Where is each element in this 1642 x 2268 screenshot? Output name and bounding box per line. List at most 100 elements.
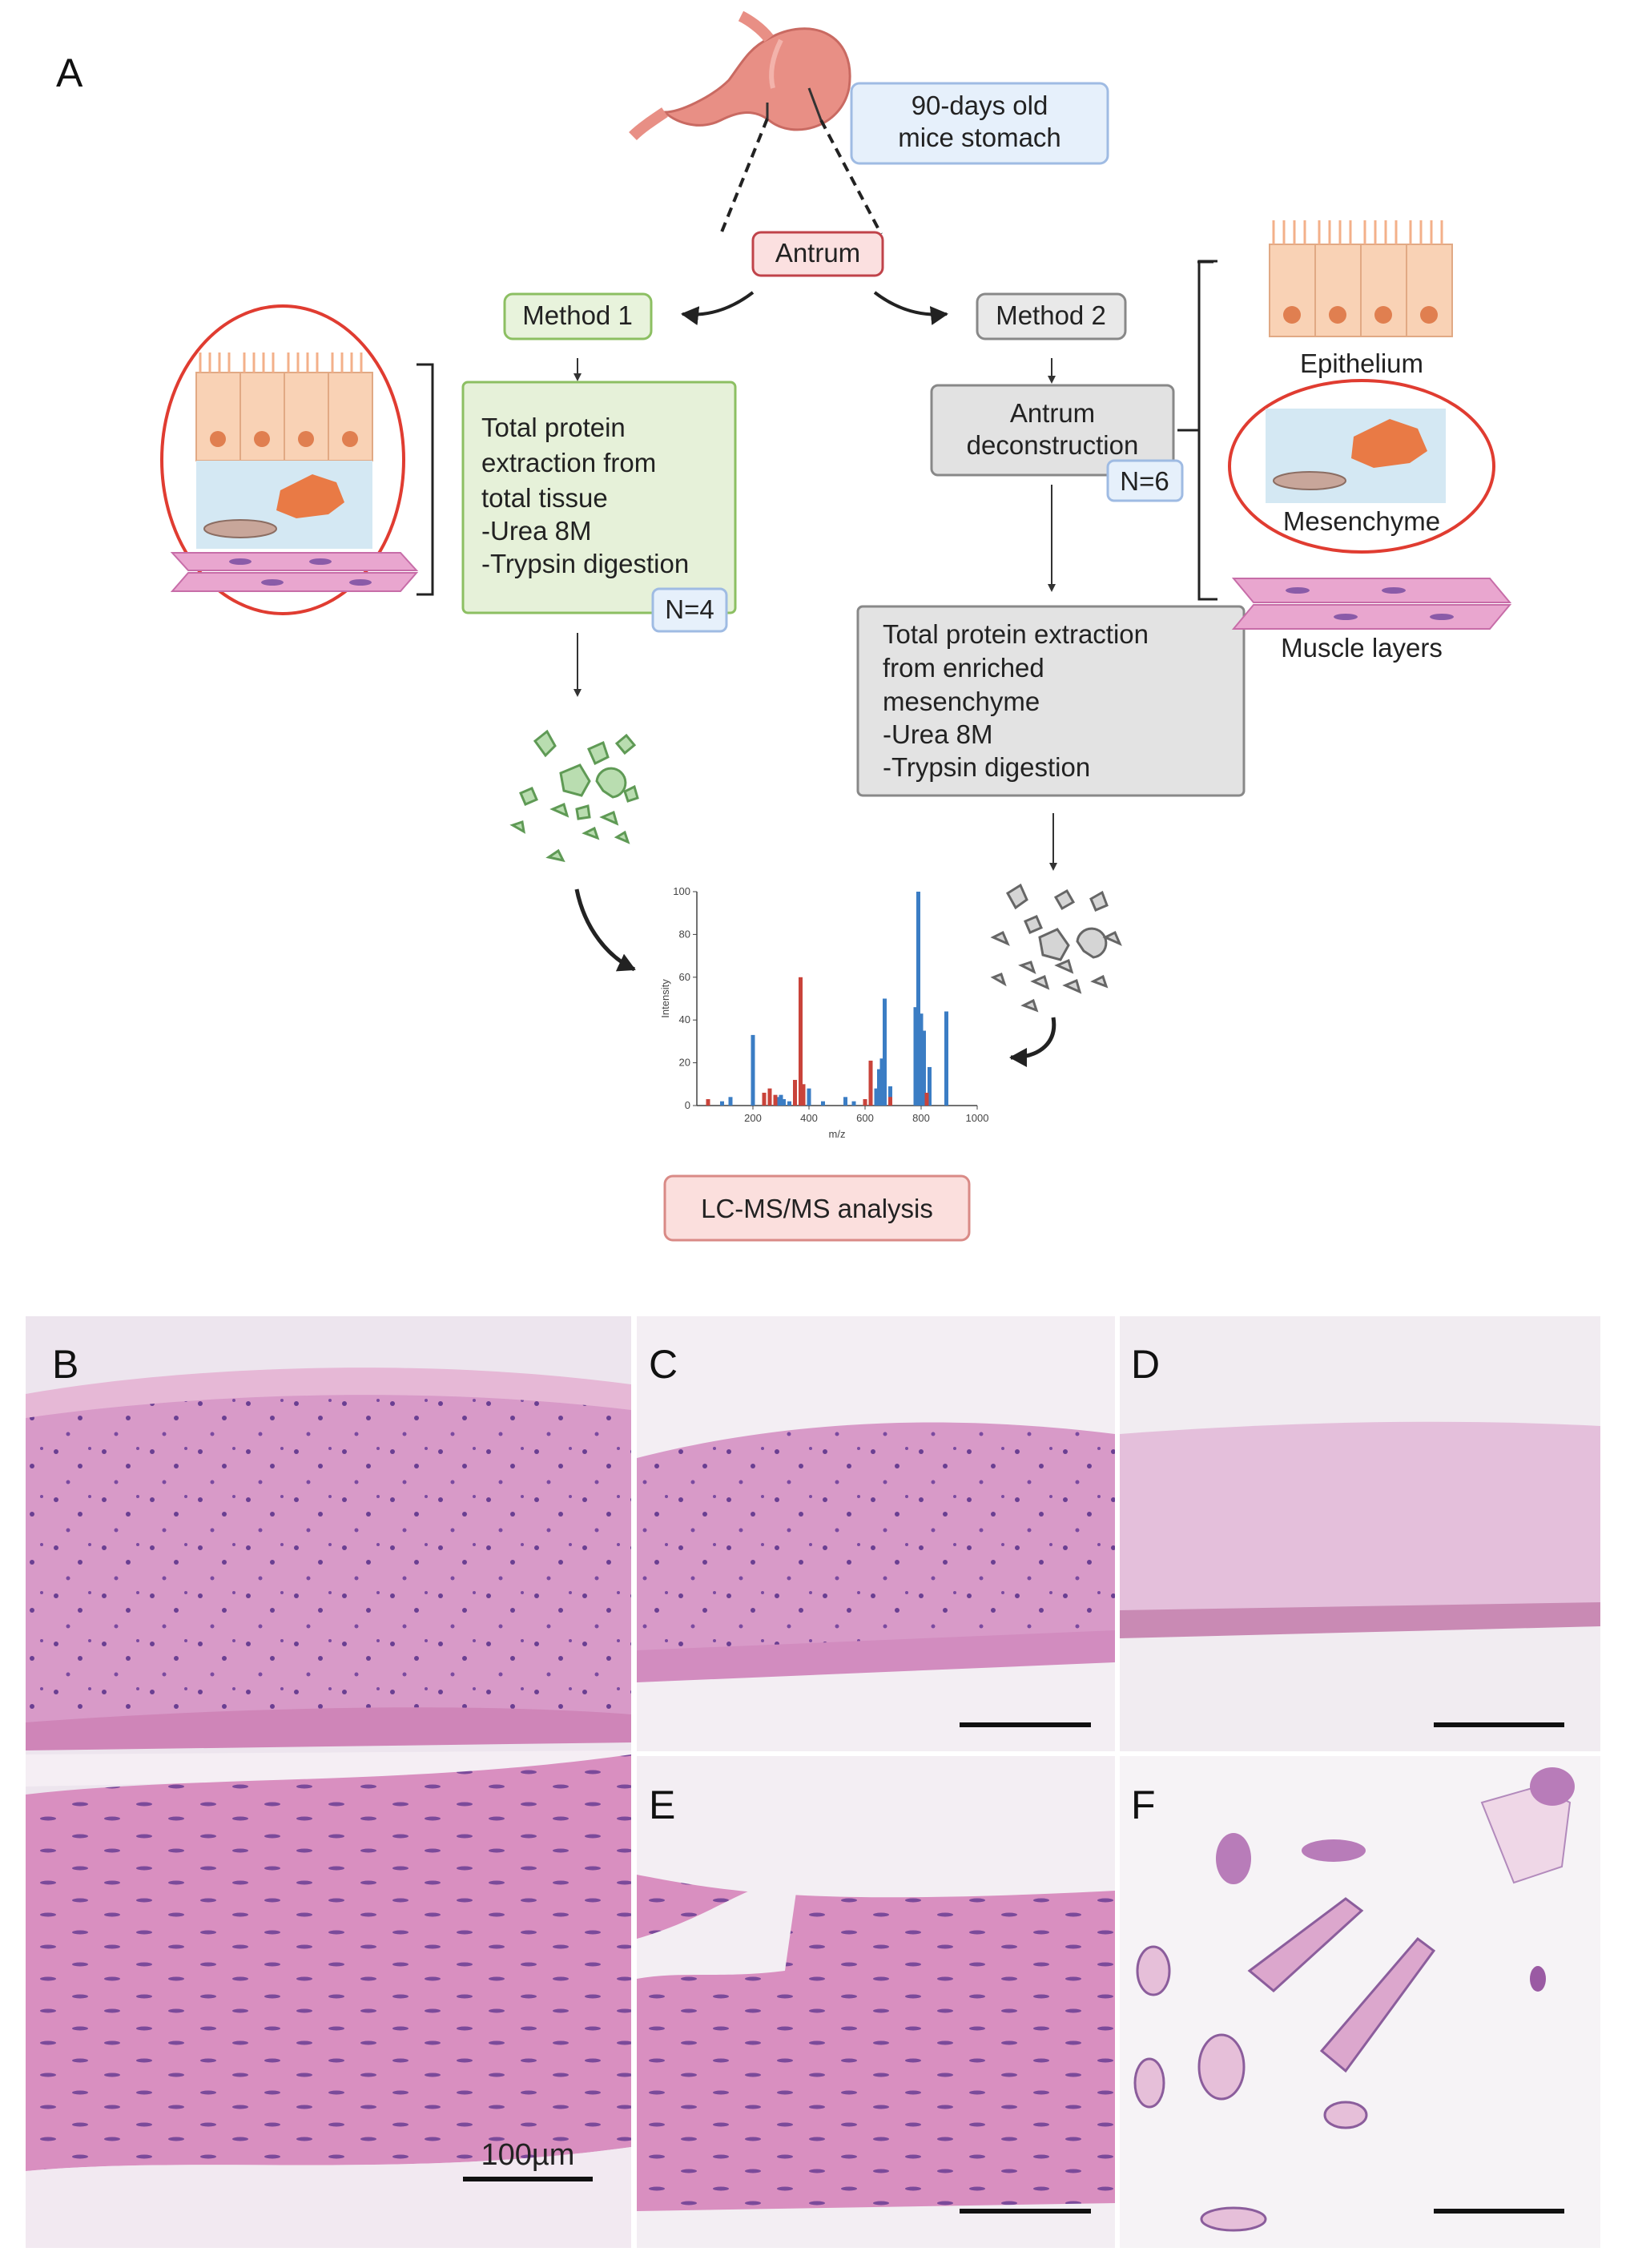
mesenchyme-illustration <box>1228 379 1495 554</box>
ms-peak-red <box>767 1088 772 1106</box>
ms-peak-red <box>924 1092 929 1106</box>
ms-peak-blue <box>751 1034 755 1106</box>
method1-n-label: N=4 <box>665 594 714 624</box>
arrow-peptides2-to-ms <box>1009 1017 1056 1067</box>
ms-y-tick-label: 0 <box>685 1099 690 1111</box>
arrow-peptides1-to-ms <box>574 888 636 972</box>
scale-bar-label: 100µm <box>481 2138 575 2172</box>
lcms-label: LC-MS/MS analysis <box>701 1194 933 1223</box>
panel-c-letter: C <box>649 1342 678 1387</box>
ms-peak-blue <box>916 892 920 1106</box>
ms-peak-blue <box>821 1101 825 1106</box>
bracket-left <box>417 363 434 596</box>
method1-label: Method 1 <box>522 300 633 330</box>
method1-line3: total tissue <box>481 483 608 513</box>
arrow-to-method1 <box>681 291 755 326</box>
ms-x-tick-label: 400 <box>800 1112 818 1124</box>
method2-n-label: N=6 <box>1120 466 1169 496</box>
extraction-line1: Total protein extraction <box>883 619 1149 649</box>
antrum-box <box>751 231 884 277</box>
ms-y-tick-label: 80 <box>679 928 690 940</box>
ms-peak-blue <box>851 1101 856 1106</box>
ms-peak-blue <box>782 1098 786 1106</box>
histology-panel-f <box>1120 1756 1600 2248</box>
stomach-label-box <box>850 82 1109 165</box>
ms-peak-blue <box>874 1088 879 1106</box>
ms-peak-blue <box>728 1097 733 1106</box>
ms-x-tick-label: 800 <box>912 1112 930 1124</box>
ms-x-tick-label: 200 <box>744 1112 762 1124</box>
method2-label-box <box>976 292 1127 340</box>
stomach-label-line2: mice stomach <box>898 123 1061 152</box>
ms-peak-blue <box>877 1069 881 1106</box>
muscle-label: Muscle layers <box>1281 633 1443 663</box>
ms-peak-red <box>863 1098 867 1106</box>
ms-peak-blue <box>883 998 887 1106</box>
ms-peak-blue <box>776 1097 780 1106</box>
histology-panel-e <box>637 1756 1115 2248</box>
method1-line2: extraction from <box>481 448 656 477</box>
ms-y-tick-label: 100 <box>673 885 690 897</box>
extraction-line3: mesenchyme <box>883 687 1040 716</box>
ms-peak-red <box>762 1092 767 1106</box>
deconstruction-box <box>930 384 1175 477</box>
method1-line1: Total protein <box>481 413 626 442</box>
bracket-right-main <box>1197 260 1217 601</box>
ms-peak-blue <box>807 1088 811 1106</box>
mesenchyme-label: Mesenchyme <box>1283 506 1440 536</box>
panel-f-letter: F <box>1131 1783 1156 1827</box>
histology-panel-b <box>26 1316 631 2248</box>
arrow-to-method2 <box>873 291 948 325</box>
ms-peak-red <box>868 1060 873 1106</box>
stomach-label-line1: 90-days old <box>912 91 1048 120</box>
extraction-line4: -Urea 8M <box>883 719 993 749</box>
ms-peak-red <box>773 1094 778 1106</box>
method1-process-box <box>461 381 737 614</box>
panel-b-letter: B <box>52 1342 78 1387</box>
ms-peak-blue <box>919 1013 924 1106</box>
method2-extraction-box <box>856 605 1246 797</box>
peptides-green <box>509 729 639 863</box>
ms-x-tick-label: 600 <box>856 1112 874 1124</box>
muscle-layer-left <box>170 552 419 592</box>
ms-y-tick-label: 20 <box>679 1057 690 1069</box>
ms-peak-blue <box>779 1094 783 1106</box>
muscle-illustration <box>1231 578 1512 630</box>
method1-n-badge <box>651 587 728 633</box>
fibroblast-left <box>276 474 344 518</box>
method1-line4: -Urea 8M <box>481 516 592 546</box>
method1-label-box <box>503 292 653 340</box>
panel-a-letter: A <box>56 50 83 95</box>
ms-x-axis-label: m/z <box>829 1128 846 1140</box>
antrum-label: Antrum <box>775 238 860 268</box>
ms-peak-red <box>793 1079 797 1106</box>
panel-e-letter: E <box>649 1783 675 1827</box>
histology-panel-c <box>637 1316 1115 1751</box>
ms-peak-blue <box>944 1011 948 1106</box>
ms-peak-blue <box>879 1058 884 1106</box>
ms-peak-red <box>888 1097 892 1106</box>
epithelium-cells-left <box>195 352 373 461</box>
zoom-line-right <box>819 119 883 235</box>
ms-y-axis-label: Intensity <box>659 979 671 1018</box>
ms-peak-blue <box>913 1007 918 1106</box>
method2-label: Method 2 <box>996 300 1106 330</box>
method2-n-badge <box>1106 459 1184 502</box>
fibroblast-left-2 <box>203 519 277 538</box>
total-tissue-illustration <box>160 304 419 615</box>
lcms-box <box>663 1174 971 1242</box>
stomach-illustration <box>629 10 851 141</box>
ms-peak-red <box>799 977 803 1106</box>
peptides-grey <box>990 883 1122 1013</box>
extraction-line2: from enriched <box>883 653 1044 683</box>
ms-peak-blue <box>928 1066 932 1106</box>
epithelium-illustration <box>1269 220 1453 337</box>
deconstruction-line1: Antrum <box>1010 398 1095 428</box>
ms-peak-blue <box>922 1030 926 1106</box>
ms-peak-blue <box>888 1086 892 1106</box>
ms-peak-red <box>706 1098 710 1106</box>
ms-peak-blue <box>720 1101 724 1106</box>
histology-panel-d <box>1120 1316 1600 1751</box>
